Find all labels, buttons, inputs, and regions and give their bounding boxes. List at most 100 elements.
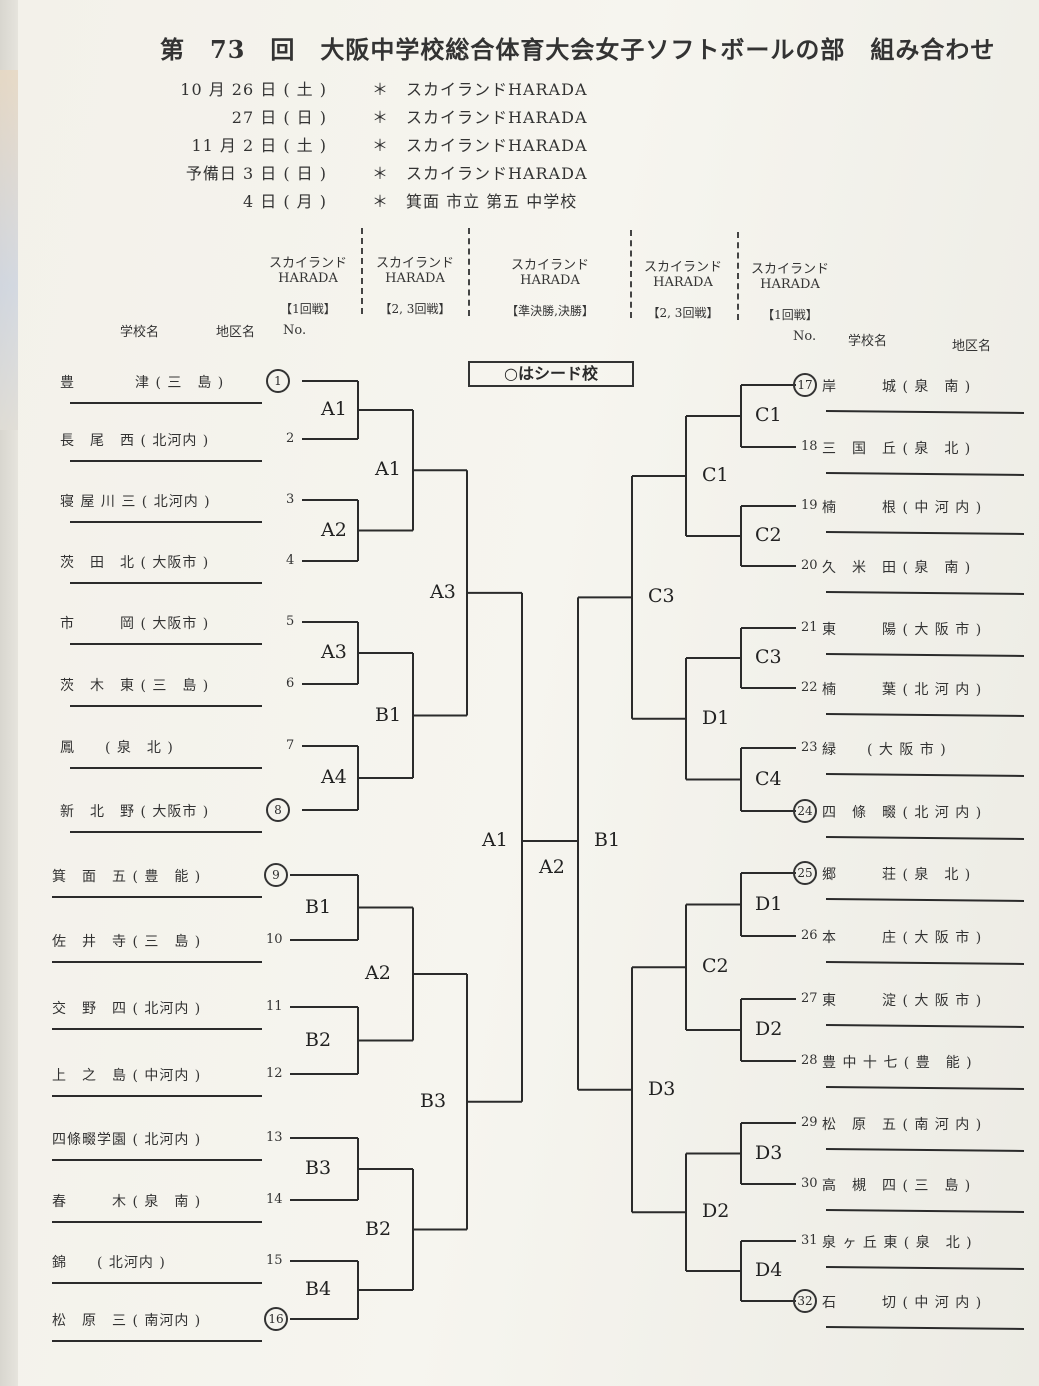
- round-label: 【2, 3回戦】: [647, 306, 719, 320]
- match-code: A3: [430, 580, 456, 603]
- team-name: 市 岡 ( 大阪市 ): [60, 616, 210, 632]
- team-row-underline: [825, 653, 1025, 657]
- team-name: 岸 城 ( 泉 南 ): [822, 379, 972, 395]
- team-name: 東 陽 ( 大 阪 市 ): [822, 622, 983, 638]
- team-row-underline: [825, 836, 1025, 840]
- team-name: 上 之 島 ( 中河内 ): [52, 1068, 202, 1084]
- team-number: 6: [286, 676, 295, 691]
- team-name: 四 條 畷 ( 北 河 内 ): [822, 805, 983, 821]
- team-row-underline: [825, 773, 1025, 777]
- seed-marker: 17: [793, 373, 817, 397]
- team-number: 30: [801, 1176, 818, 1191]
- team-row-underline: [825, 591, 1025, 595]
- venue-label: スカイランド HARADA: [643, 260, 722, 290]
- team-number: 3: [286, 492, 295, 507]
- page-title: 第 73 回 大阪中学校総合体育大会女子ソフトボールの部 組み合わせ: [160, 35, 996, 64]
- match-code: B3: [305, 1157, 332, 1179]
- team-number: 22: [801, 680, 818, 695]
- round-label: 【準決勝,決勝】: [506, 304, 594, 318]
- team-name: 寝 屋 川 三 ( 北河内 ): [60, 494, 211, 510]
- match-code: A1: [321, 398, 347, 420]
- schedule-date: 4 日 ( 月 ): [242, 192, 327, 211]
- team-number: 14: [266, 1192, 283, 1207]
- team-name: 交 野 四 ( 北河内 ): [52, 1001, 202, 1017]
- team-number: 7: [286, 738, 295, 753]
- schedule-date: 10 月 26 日 ( 土 ): [180, 80, 327, 99]
- header-school: 学校名: [120, 325, 160, 340]
- team-number: 27: [801, 991, 818, 1006]
- match-code: C2: [755, 524, 782, 546]
- team-row-underline: [825, 1024, 1025, 1028]
- team-name: 高 槻 四 ( 三 島 ): [822, 1178, 972, 1194]
- team-number: 15: [266, 1253, 283, 1268]
- match-code: B4: [305, 1278, 332, 1300]
- team-name: 茨 木 東 ( 三 島 ): [60, 678, 210, 694]
- team-name: 本 庄 ( 大 阪 市 ): [822, 930, 983, 946]
- team-row-underline: [825, 1266, 1025, 1270]
- team-number: 29: [801, 1115, 818, 1130]
- team-number: 26: [801, 928, 818, 943]
- team-name: 春 木 ( 泉 南 ): [52, 1194, 202, 1210]
- team-name: 錦 ( 北河内 ): [52, 1255, 166, 1271]
- page-edge-accent: [0, 70, 20, 430]
- team-row-underline: [825, 531, 1025, 535]
- team-row-underline: [825, 1209, 1025, 1213]
- seed-marker: 8: [266, 798, 290, 822]
- match-code: A2: [539, 856, 565, 878]
- team-name: 松 原 三 ( 南河内 ): [52, 1313, 202, 1329]
- team-name: 豊 中 十 七 ( 豊 能 ): [822, 1055, 973, 1071]
- match-code: D3: [648, 1077, 676, 1100]
- header-school: 学校名: [848, 334, 888, 349]
- team-name: 楠 葉 ( 北 河 内 ): [822, 682, 983, 698]
- schedule-venue: ＊ スカイランドHARADA: [372, 80, 588, 99]
- match-code: C1: [702, 464, 729, 486]
- schedule-date: 27 日 ( 日 ): [231, 108, 327, 127]
- round-label: 【2, 3回戦】: [379, 302, 451, 316]
- venue-label: スカイランド HARADA: [510, 258, 589, 288]
- team-name: 緑 ( 大 阪 市 ): [822, 742, 947, 758]
- match-code: C3: [648, 585, 675, 608]
- team-name: 郷 荘 ( 泉 北 ): [822, 867, 972, 883]
- match-code: B1: [305, 895, 332, 918]
- team-name: 松 原 五 ( 南 河 内 ): [822, 1117, 983, 1133]
- team-row-underline: [825, 1326, 1025, 1330]
- team-name: 豊 津 ( 三 島 ): [60, 375, 225, 391]
- team-number: 5: [286, 614, 295, 629]
- match-code: C1: [755, 404, 782, 426]
- team-name: 久 米 田 ( 泉 南 ): [822, 560, 972, 576]
- seed-marker: 32: [793, 1289, 817, 1313]
- team-name: 楠 根 ( 中 河 内 ): [822, 500, 983, 516]
- match-code: A1: [482, 829, 508, 851]
- team-name: 新 北 野 ( 大阪市 ): [60, 804, 210, 820]
- team-number: 19: [801, 498, 818, 513]
- team-number: 12: [266, 1066, 283, 1081]
- match-code: D3: [755, 1141, 783, 1164]
- match-code: D2: [755, 1018, 783, 1040]
- team-name: 四條畷学園 ( 北河内 ): [52, 1132, 202, 1148]
- match-code: B2: [305, 1028, 332, 1051]
- team-number: 23: [801, 740, 818, 755]
- match-code: B1: [594, 829, 621, 851]
- seed-marker: 16: [264, 1307, 288, 1331]
- team-row-underline: [825, 713, 1025, 717]
- team-number: 18: [801, 439, 818, 454]
- team-name: 佐 井 寺 ( 三 島 ): [52, 934, 202, 950]
- team-row-underline: [825, 898, 1025, 902]
- team-name: 鳳 ( 泉 北 ): [60, 740, 174, 756]
- match-code: A2: [321, 518, 347, 541]
- match-code: B3: [420, 1089, 447, 1112]
- team-number: 11: [266, 999, 283, 1014]
- match-code: A2: [365, 962, 391, 984]
- schedule-date: 予備日 3 日 ( 日 ): [185, 164, 327, 183]
- seed-marker: 24: [793, 799, 817, 823]
- team-name: 三 国 丘 ( 泉 北 ): [822, 441, 972, 457]
- header-district: 地区名: [216, 325, 256, 340]
- team-row-underline: [825, 1148, 1025, 1152]
- team-row-underline: [825, 961, 1025, 965]
- venue-divider: [361, 228, 363, 314]
- team-name: 長 尾 西 ( 北河内 ): [60, 433, 210, 449]
- bracket-sheet: [18, 0, 1039, 1386]
- match-code: D4: [755, 1259, 783, 1281]
- team-row-underline: [825, 1086, 1025, 1090]
